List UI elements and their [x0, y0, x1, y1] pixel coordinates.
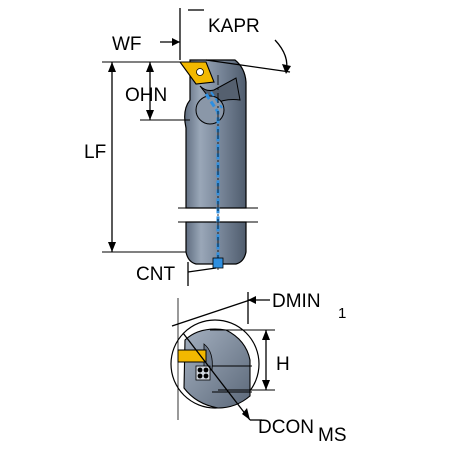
coolant-channel-branch	[210, 91, 223, 109]
cnt-label: CNT	[136, 264, 175, 285]
dcon-line	[182, 332, 251, 421]
coolant-inlet	[212, 257, 224, 269]
ohn-arrow-top	[146, 62, 154, 72]
coolant-port-block	[195, 365, 211, 381]
kapr-arrow	[282, 64, 291, 74]
end-insert	[177, 349, 207, 363]
h-arrow-bottom	[262, 380, 270, 390]
clamp-area	[195, 95, 225, 125]
coolant-hole-3	[197, 373, 203, 379]
dcon-subscript: MS	[318, 425, 347, 446]
dmin-line	[171, 299, 251, 327]
h-label: H	[276, 354, 290, 375]
dmin-label: DMIN	[272, 291, 321, 312]
lf-arrow-top	[108, 62, 116, 72]
coolant-hole-4	[203, 373, 209, 379]
dmin-subscript: 1	[338, 305, 346, 322]
kapr-reference-line	[205, 59, 291, 73]
dmin-arrow	[248, 296, 256, 304]
dcon-label: DCON	[258, 417, 314, 438]
coolant-hole-2	[203, 367, 209, 373]
dcon-arrow	[242, 408, 250, 420]
coolant-hole-1	[197, 367, 203, 373]
end-view: DMIN 1 H DCON MS	[170, 291, 347, 446]
end-body	[183, 328, 251, 409]
cnt-leader	[187, 267, 217, 273]
ohn-arrow-bottom	[146, 110, 154, 120]
side-view: WF KAPR OHN LF CNT	[84, 8, 291, 286]
wf-arrow	[172, 38, 180, 46]
lf-label: LF	[84, 142, 106, 163]
ohn-label: OHN	[125, 85, 167, 106]
insert-screw-hole	[196, 68, 204, 76]
h-arrow-top	[262, 330, 270, 340]
wf-label: WF	[112, 34, 142, 55]
kapr-label: KAPR	[208, 16, 260, 37]
lf-arrow-bottom	[108, 242, 116, 252]
tool-body-lower	[185, 221, 247, 265]
